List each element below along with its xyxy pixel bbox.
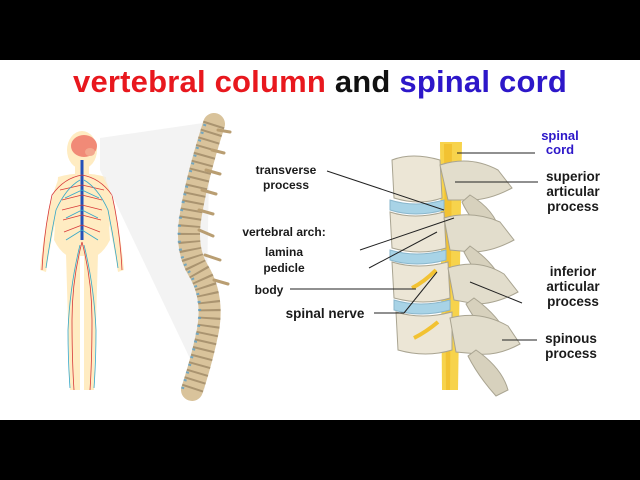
label-cord: cord xyxy=(546,142,574,157)
diagram-svg: spinal cord transverse process superior … xyxy=(40,113,601,401)
label-superior-process: process xyxy=(547,199,599,214)
label-spinal-nerve: spinal nerve xyxy=(286,306,365,321)
label-inferior: inferior xyxy=(550,264,597,279)
label-body: body xyxy=(255,283,284,297)
title-and: and xyxy=(334,64,391,99)
vertebrae-detail-illustration xyxy=(389,142,521,397)
title-spinal-cord: spinal cord xyxy=(399,64,567,99)
label-pedicle: pedicle xyxy=(263,261,305,275)
vertebral-column-illustration xyxy=(177,113,232,401)
label-lamina: lamina xyxy=(265,245,303,259)
label-spinous-process: process xyxy=(545,346,597,361)
title-vertebral-column: vertebral column xyxy=(73,64,327,99)
label-spinous: spinous xyxy=(545,331,597,346)
human-figure-illustration xyxy=(40,131,124,391)
label-inferior-process: process xyxy=(547,294,599,309)
leader-lines xyxy=(290,152,538,341)
label-spinal: spinal xyxy=(541,128,579,143)
page-title: vertebral column and spinal cord xyxy=(0,60,640,104)
diagram-canvas: vertebral column and spinal cord xyxy=(0,60,640,420)
label-vertebral-arch: vertebral arch: xyxy=(242,225,325,239)
label-inferior-articular: articular xyxy=(546,279,600,294)
label-superior: superior xyxy=(546,169,601,184)
label-transverse: transverse xyxy=(256,163,317,177)
label-transverse-process: process xyxy=(263,178,309,192)
label-superior-articular: articular xyxy=(546,184,600,199)
zoom-callout-wedge xyxy=(100,122,210,390)
